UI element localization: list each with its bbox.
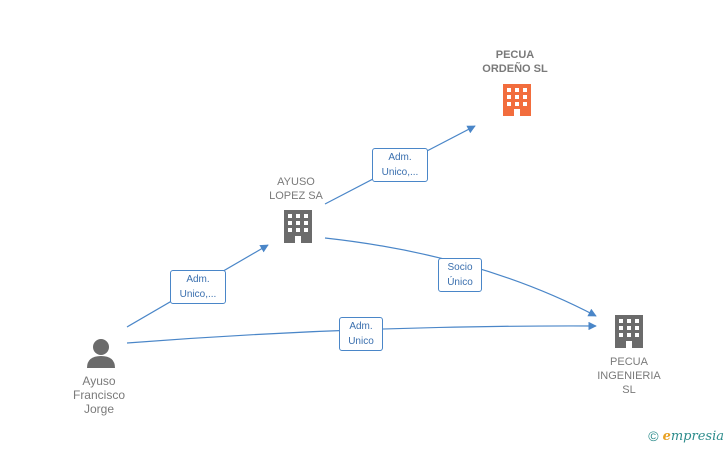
node-label-line: PECUA: [495, 49, 535, 61]
node-label-line: ORDEÑO SL: [482, 63, 548, 75]
building-icon[interactable]: [284, 210, 312, 243]
brand-footer: © empresia: [648, 428, 724, 444]
edge-label-ayuso-to-ordeno[interactable]: Adm. Unico,...: [372, 148, 428, 182]
person-icon[interactable]: [87, 339, 115, 368]
node-label-line: LOPEZ SA: [269, 190, 323, 202]
edge-label-line: Socio: [447, 262, 473, 273]
edge-label-person-to-ayuso[interactable]: Adm. Unico,...: [170, 270, 226, 304]
node-label-line: Ayuso: [82, 374, 116, 388]
node-label-line: Francisco: [72, 388, 125, 402]
edge-label-line: Único: [447, 277, 473, 288]
node-label-line: PECUA: [610, 356, 648, 368]
node-label-line: SL: [622, 384, 636, 396]
edge-label-line: Unico,...: [179, 289, 217, 300]
edge-label-ayuso-to-ingenieria[interactable]: Socio Único: [438, 258, 482, 292]
node-label-pecua-ingenieria[interactable]: PECUA INGENIERIA SL: [579, 355, 679, 397]
node-label-person[interactable]: Ayuso Francisco Jorge: [49, 374, 149, 416]
node-label-pecua-ordeno[interactable]: PECUA ORDEÑO SL: [465, 48, 565, 76]
building-icon[interactable]: [615, 315, 643, 348]
node-label-ayuso-lopez[interactable]: AYUSO LOPEZ SA: [246, 175, 346, 203]
building-icon[interactable]: [503, 84, 531, 116]
edge-label-line: Adm.: [186, 274, 210, 285]
node-label-line: INGENIERIA: [597, 370, 661, 382]
brand-logo[interactable]: empresia: [663, 429, 724, 444]
node-label-line: AYUSO: [277, 176, 315, 188]
edge-label-line: Adm.: [349, 321, 373, 332]
copyright-symbol: ©: [648, 428, 659, 444]
node-label-line: Jorge: [83, 402, 115, 416]
brand-logo-initial: e: [662, 428, 671, 444]
brand-logo-text: mpresia: [670, 428, 724, 444]
edge-label-line: Unico: [348, 336, 374, 347]
edge-label-person-to-ingenieria[interactable]: Adm. Unico: [339, 317, 383, 351]
edge-label-line: Adm.: [388, 152, 412, 163]
edge-label-line: Unico,...: [381, 167, 419, 178]
